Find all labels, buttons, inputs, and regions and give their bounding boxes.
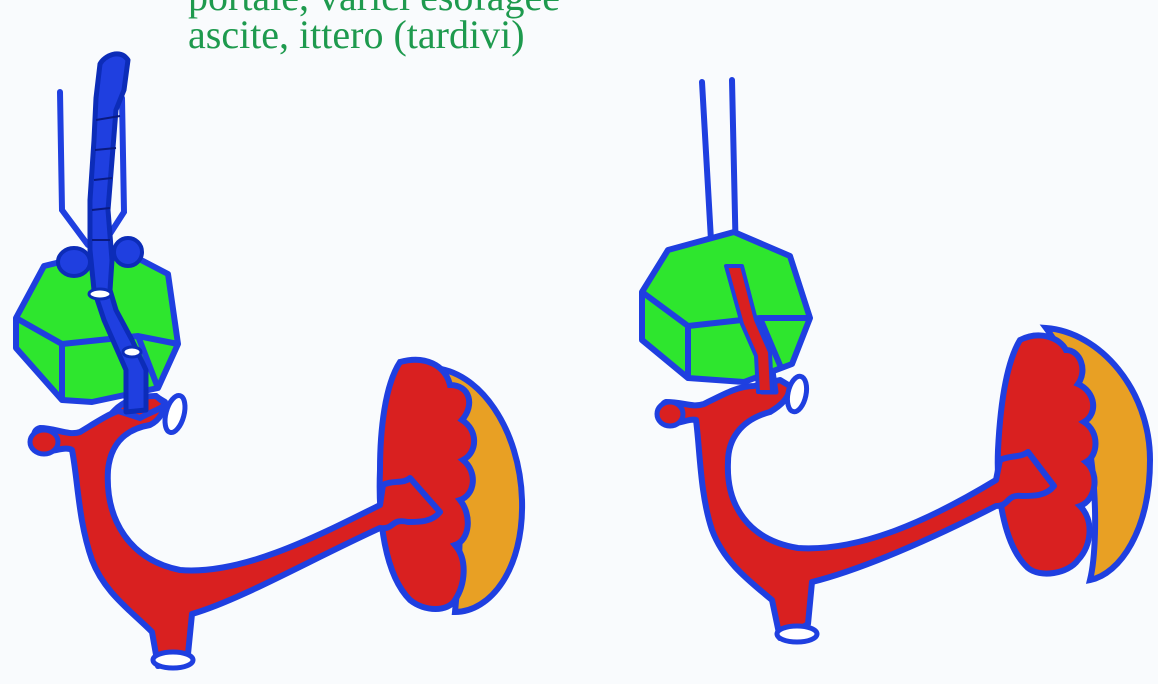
- right-diagram: [642, 80, 1150, 642]
- right-liver: [642, 232, 810, 392]
- left-diagram: [16, 54, 522, 668]
